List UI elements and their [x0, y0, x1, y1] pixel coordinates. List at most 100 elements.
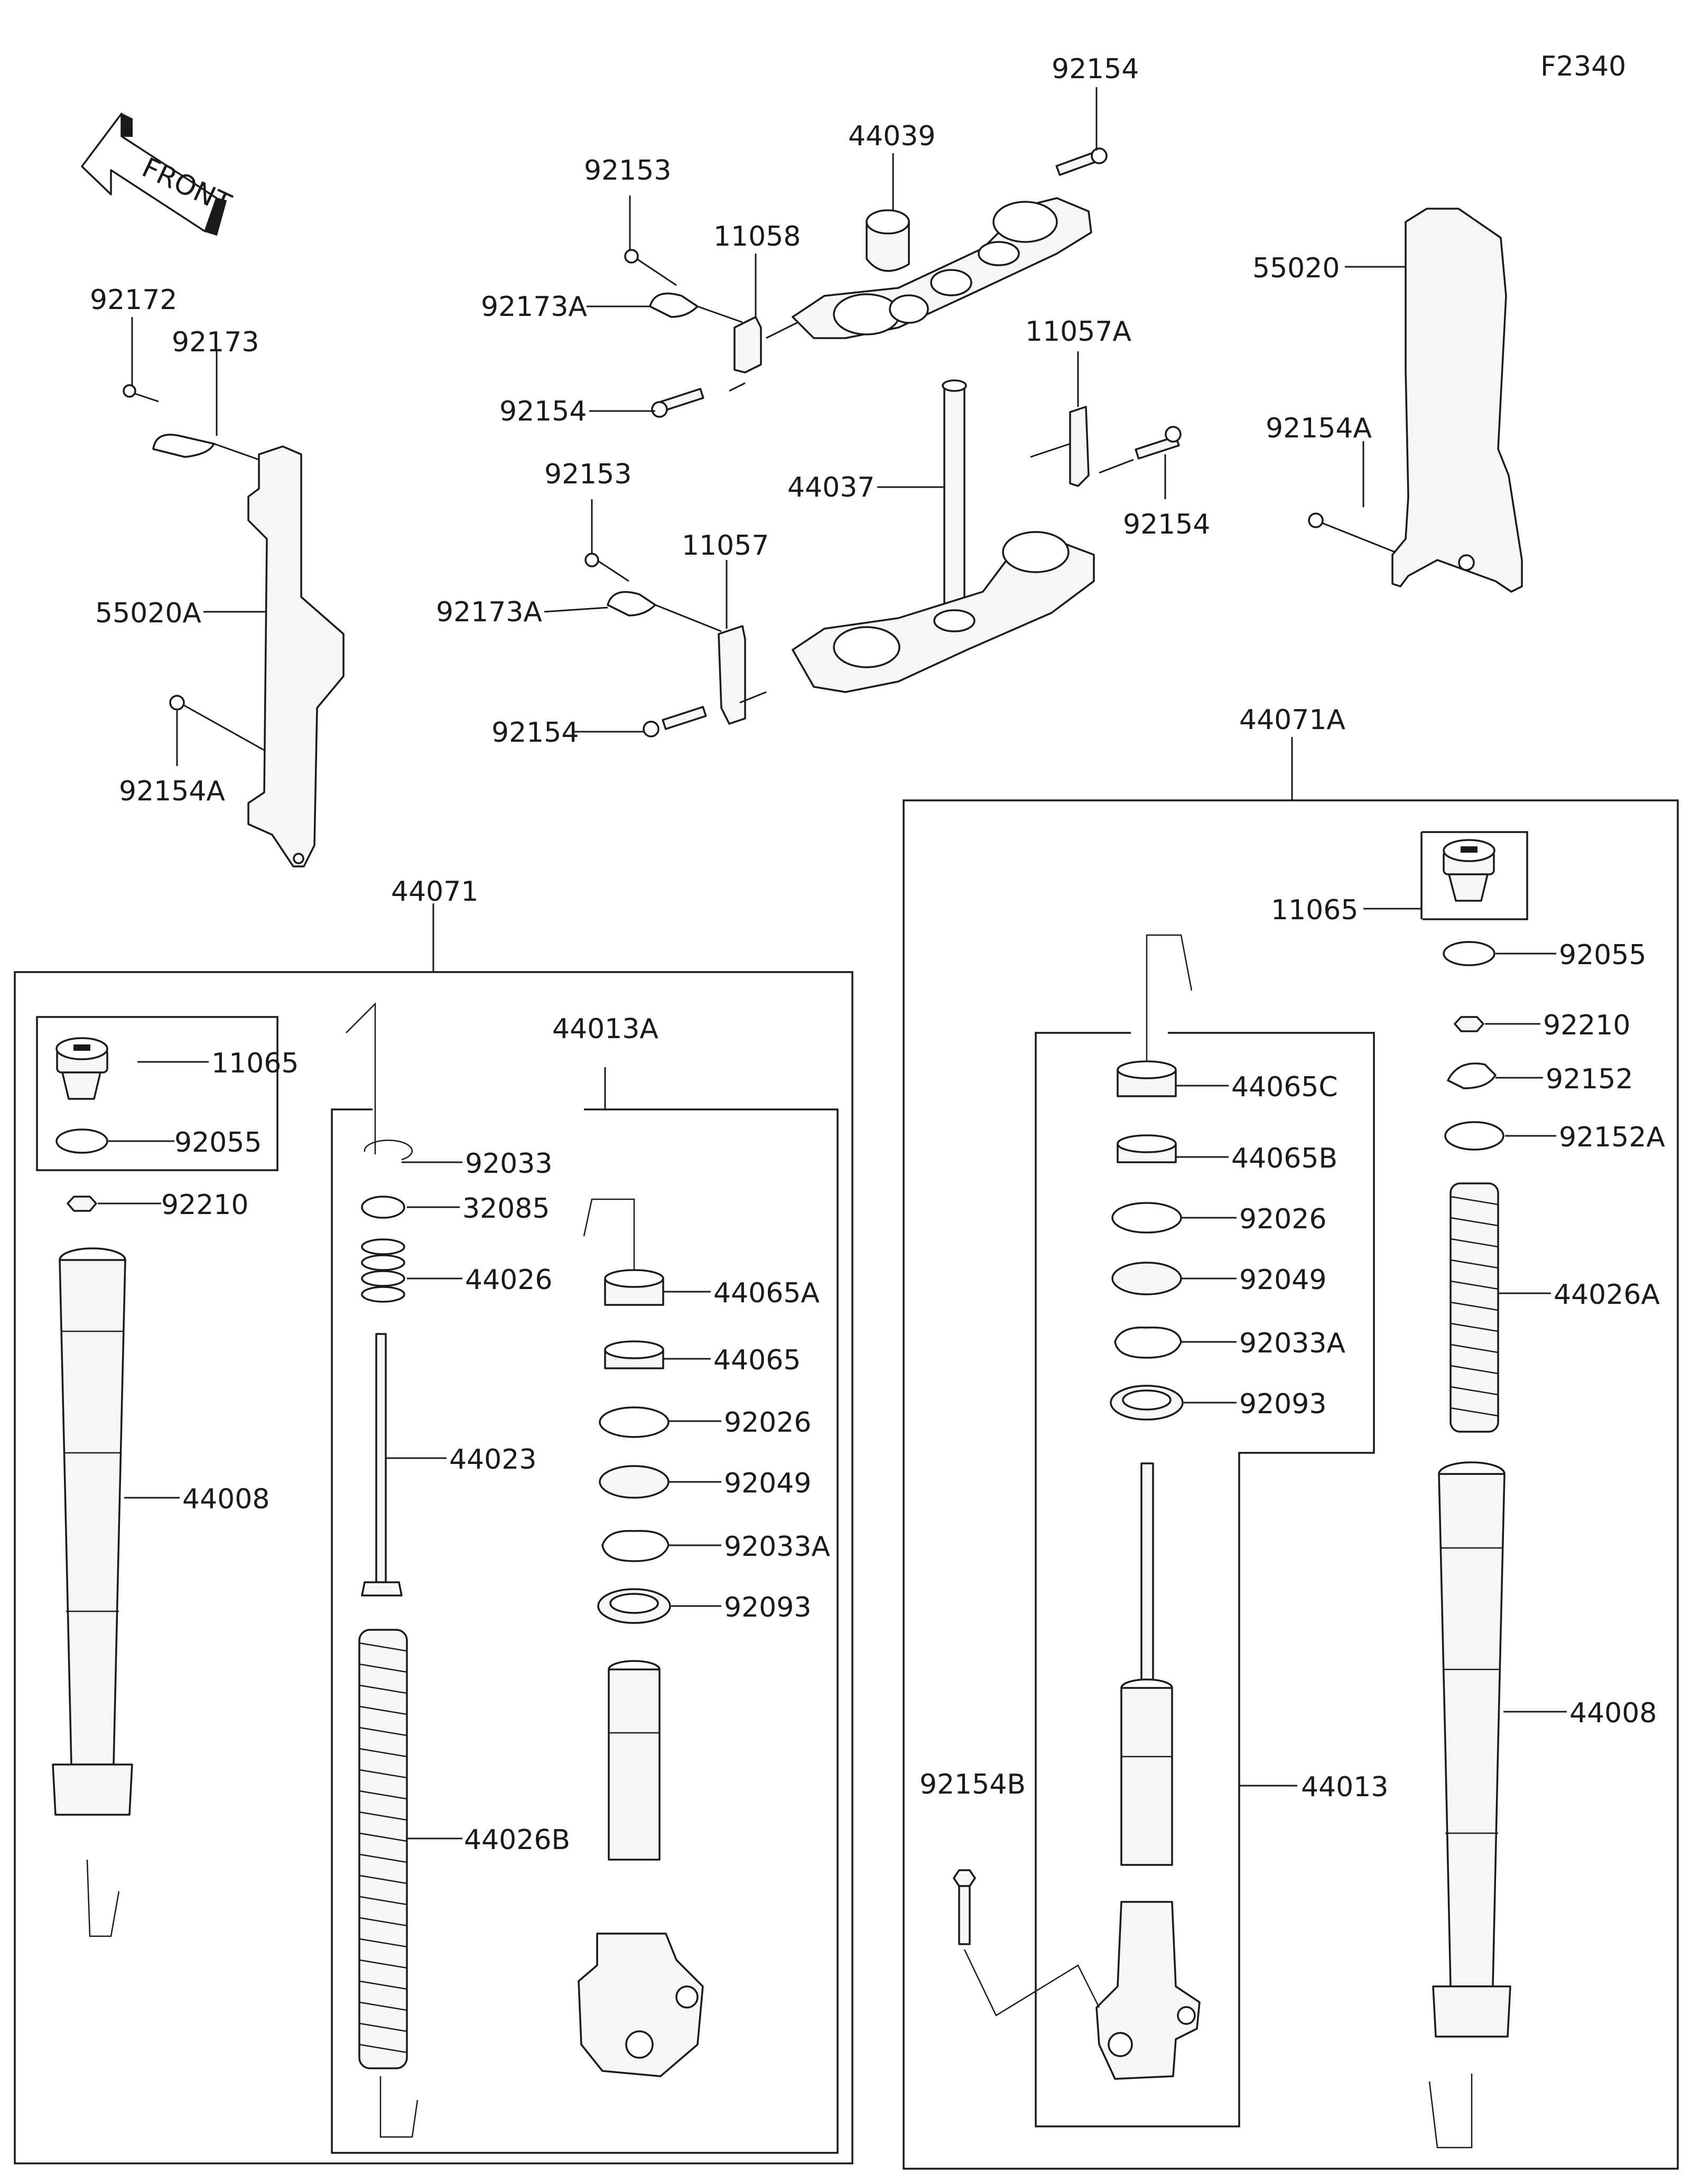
fork-cap-11065-left [55, 1037, 108, 1100]
dust-seal-92093-left [597, 1588, 671, 1624]
label-44008-left: 44008 [182, 1483, 270, 1515]
inner-tube-44013-part [1095, 1462, 1201, 2080]
break-line-cartridge-top [346, 1002, 376, 1154]
label-44065a: 44065A [713, 1277, 820, 1309]
upper-triple-clamp-part [792, 197, 1092, 339]
front-direction-arrow: FRONT [81, 113, 236, 236]
break-line-bushing-right [1146, 934, 1193, 1067]
label-44037: 44037 [787, 472, 875, 503]
collar-92152-part [1447, 1062, 1497, 1089]
clamp-92173a-upper-part [649, 292, 699, 318]
bolt-92154a-left [169, 695, 185, 711]
washer-92026-right [1111, 1202, 1182, 1234]
label-44065c: 44065C [1231, 1071, 1338, 1103]
label-92210-right: 92210 [1543, 1010, 1630, 1041]
clamp-92173-part [152, 434, 215, 458]
label-44026: 44026 [465, 1264, 552, 1296]
label-55020a: 55020A [95, 598, 201, 629]
label-92173a-upper: 92173A [481, 291, 587, 323]
label-92154a-left: 92154A [119, 776, 225, 807]
label-11065-left: 11065 [211, 1048, 299, 1079]
label-44013: 44013 [1301, 1771, 1388, 1803]
bushing-44065-part [604, 1340, 664, 1369]
spring-44026b-part [358, 1629, 408, 2069]
label-92026-right: 92026 [1239, 1203, 1326, 1235]
label-92154-upper-left: 92154 [499, 396, 587, 427]
label-92152a: 92152A [1559, 1122, 1665, 1153]
left-guard-leaders [131, 317, 267, 766]
label-55020: 55020 [1252, 253, 1340, 284]
break-line-left-tube [86, 1859, 120, 1937]
label-92153-upper: 92153 [584, 155, 671, 186]
bolt-92154b-leader-path [963, 1949, 1100, 2017]
label-92049-right: 92049 [1239, 1264, 1326, 1296]
damper-rod-44023-part [361, 1333, 403, 1597]
label-92093-right: 92093 [1239, 1388, 1326, 1420]
nut-92210-right [1454, 1016, 1484, 1032]
bushing-leaders-left [663, 1291, 721, 1607]
left-cap-leaders [98, 1061, 209, 1499]
dust-seal-92093-right [1110, 1385, 1184, 1421]
washer-32085-part [361, 1196, 405, 1219]
label-92153-lower: 92153 [544, 459, 631, 490]
nut-92210-left [67, 1196, 97, 1212]
label-92172: 92172 [90, 284, 177, 316]
label-44065: 44065 [713, 1345, 801, 1376]
label-92152: 92152 [1546, 1063, 1633, 1095]
oil-seal-92049-right [1111, 1262, 1182, 1295]
screw-92172 [123, 384, 136, 398]
inner-tube-axle-bracket-left [578, 1660, 704, 2077]
break-line-right-tube [1428, 2074, 1473, 2149]
bracket-11057a-part [1069, 406, 1090, 487]
fork-guard-55020-part [1391, 208, 1523, 593]
label-11057: 11057 [682, 530, 769, 562]
label-44071: 44071 [391, 876, 478, 908]
oil-seal-92049-left [599, 1465, 670, 1499]
o-ring-92055-left [55, 1128, 108, 1154]
fork-cap-11065-right [1443, 839, 1495, 902]
screw-92153-upper [624, 249, 639, 264]
circlip-92033-part [364, 1140, 413, 1161]
right-cap-leaders [1363, 908, 1567, 1713]
label-92033a-left: 92033A [724, 1531, 830, 1563]
right-guard-leaders [1322, 266, 1406, 553]
outer-tube-44008-left [52, 1247, 133, 1816]
label-92049-left: 92049 [724, 1468, 811, 1499]
bolt-92154-top [1055, 147, 1108, 176]
label-44013a: 44013A [552, 1013, 658, 1045]
bracket-11057-part [718, 625, 746, 725]
label-44026a: 44026A [1554, 1279, 1660, 1311]
label-44026b: 44026B [464, 1824, 570, 1856]
bushing-44065a-part [604, 1269, 664, 1306]
label-11057a: 11057A [1025, 316, 1131, 348]
bolt-92154-upper-left [651, 388, 704, 418]
label-92173a-lower: 92173A [436, 596, 542, 628]
outer-tube-44008-right [1432, 1461, 1511, 2038]
label-92154-right: 92154 [1123, 509, 1210, 540]
bolt-92154-lower-left [643, 706, 707, 738]
label-92154b: 92154B [919, 1769, 1026, 1800]
clamp-92173a-lower-part [607, 591, 656, 617]
left-fork-assembly-frame [14, 903, 853, 2164]
label-92033: 92033 [465, 1148, 552, 1180]
figure-code: F2340 [1540, 51, 1626, 82]
steering-stem-clamp-part [792, 379, 1095, 693]
label-44023: 44023 [449, 1444, 536, 1476]
label-92033a-right: 92033A [1239, 1328, 1345, 1359]
label-11058: 11058 [713, 221, 801, 253]
label-92093-left: 92093 [724, 1592, 811, 1623]
inner-leaders-left [386, 1161, 462, 1840]
label-92173: 92173 [172, 326, 259, 358]
label-44008-right: 44008 [1569, 1697, 1657, 1729]
label-92055-right: 92055 [1559, 939, 1646, 971]
top-leaders [544, 87, 1166, 733]
label-92154-top: 92154 [1052, 53, 1139, 85]
spring-44026a-part [1450, 1182, 1499, 1433]
right-inner-leaders [1176, 1085, 1297, 1787]
bushing-44065b-part [1117, 1134, 1177, 1163]
spring-44026-part [361, 1238, 405, 1303]
label-32085: 32085 [462, 1193, 550, 1225]
bushing-44065c-part [1117, 1060, 1177, 1097]
bolt-92154-right [1135, 426, 1182, 460]
